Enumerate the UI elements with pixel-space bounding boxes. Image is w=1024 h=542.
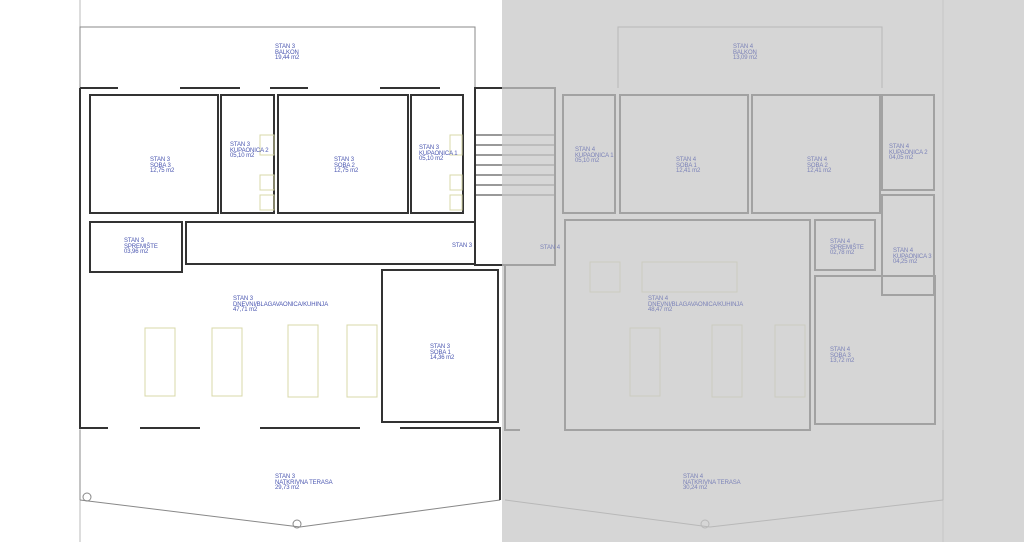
entrance-label-stan4: STAN 4 [540, 245, 560, 251]
unit-4-overlay [502, 0, 1024, 542]
entrance-label-stan3: STAN 3 [452, 243, 472, 249]
